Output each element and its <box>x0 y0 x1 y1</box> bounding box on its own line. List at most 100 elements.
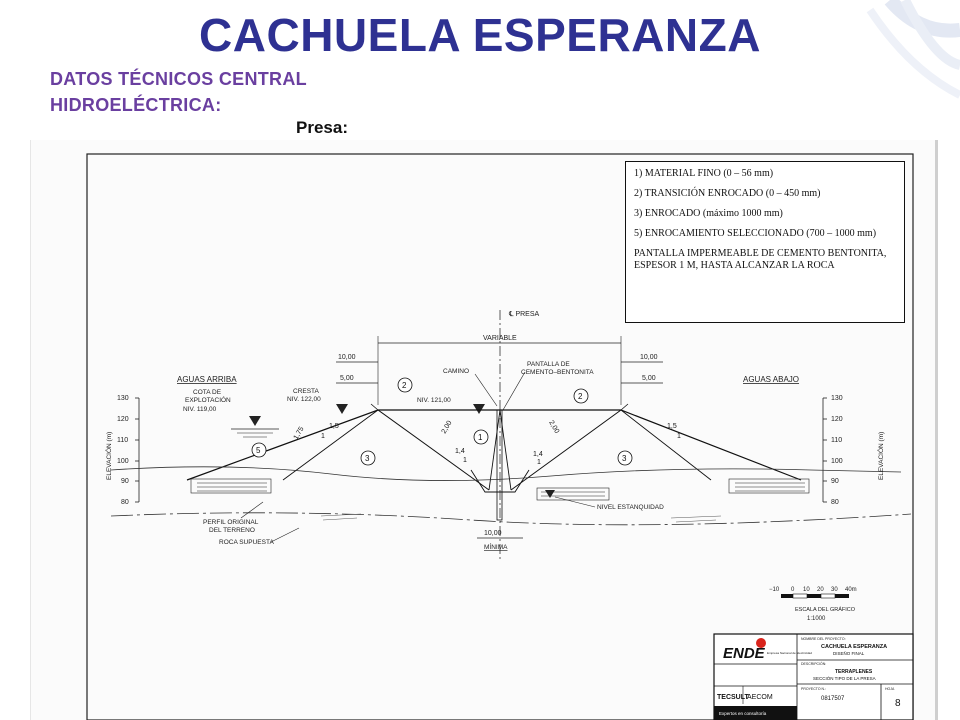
firm-note: Expertos en consultoría <box>719 711 767 716</box>
title-block: ENDE Empresa Nacional de Electricidad TE… <box>713 633 914 720</box>
riprap-hatch-right <box>728 478 810 494</box>
perfil-label-1: PERFIL ORIGINAL <box>203 519 259 526</box>
elev-tick-100-right: 100 <box>831 458 843 465</box>
descripcion-label: DESCRIPCIÓN: <box>801 661 826 666</box>
subtitle-line-1: DATOS TÉCNICOS CENTRAL <box>50 69 307 89</box>
centerline-label: ℄ PRESA <box>508 311 540 318</box>
hoja-label: HOJA <box>885 687 895 691</box>
elev-tick-120-left: 120 <box>117 416 129 423</box>
zone-2-right-label: 2 <box>578 392 583 401</box>
legend-item-2: 2) TRANSICIÓN ENROCADO (0 – 450 mm) <box>634 188 821 199</box>
slope-200-left: 2,00 <box>441 420 454 435</box>
slope-14-right: 1,4 <box>533 451 543 458</box>
elev-tick-130-left: 130 <box>117 395 129 402</box>
cota-label-1: COTA DE <box>193 389 222 396</box>
original-ground-profile <box>110 466 902 481</box>
elevation-scale-right: 130 120 110 100 90 80 ELEVACIÓN (m) <box>822 395 885 506</box>
ende-logo-small: Empresa Nacional de Electricidad <box>767 651 812 655</box>
legend-item-pantalla: PANTALLA IMPERMEABLE DE CEMENTO BENTONIT… <box>634 248 887 271</box>
zone-3-left-label: 3 <box>365 454 370 463</box>
elev-tick-130-right: 130 <box>831 395 843 402</box>
aecom-label: AECOM <box>747 694 773 701</box>
dam-section-drawing: ℄ PRESA VARIABLE 10,00 5,00 10,00 5,00 A… <box>30 140 938 720</box>
scale-tick-2: 10 <box>803 587 810 593</box>
cresta-label-1: CRESTA <box>293 388 320 395</box>
page-title: CACHUELA ESPERANZA <box>199 9 761 61</box>
proyecto-label: NOMBRE DEL PROYECTO: <box>801 637 846 641</box>
scale-label-1: ESCALA DEL GRÁFICO <box>795 606 856 613</box>
elev-tick-120-right: 120 <box>831 416 843 423</box>
elev-tick-90-left: 90 <box>121 478 129 485</box>
elev-tick-80-left: 80 <box>121 499 129 506</box>
niv121-label: NIV. 121,00 <box>417 397 451 404</box>
minima-label: MÍNIMA <box>484 542 508 551</box>
zone-5-label: 5 <box>256 446 261 455</box>
descripcion-line-1: TERRAPLENES <box>835 669 873 675</box>
slope-175: 1,75 <box>293 426 306 441</box>
slope-15-left: 1,5 <box>329 423 339 430</box>
pantalla-label-1: PANTALLA DE <box>527 361 570 368</box>
subtitle-line-2: HIDROELÉCTRICA: <box>50 95 222 115</box>
slope-1-mid-left: 1 <box>463 457 467 464</box>
zone-callouts: 5 2 2 3 3 1 <box>251 377 633 466</box>
proyecto-line-1: CACHUELA ESPERANZA <box>821 644 887 650</box>
elevacion-label-right: ELEVACIÓN (m) <box>876 432 885 480</box>
elev-tick-80-right: 80 <box>831 499 839 506</box>
variable-label: VARIABLE <box>483 335 517 342</box>
zone-2-left-label: 2 <box>402 381 407 390</box>
roca-label: ROCA SUPUESTA <box>219 539 274 546</box>
slope-15-right: 1,5 <box>667 423 677 430</box>
scale-tick-4: 30 <box>831 587 838 593</box>
aguas-abajo-label: AGUAS ABAJO <box>743 375 799 384</box>
ende-logo: ENDE <box>723 645 766 662</box>
proyecto-no-value: 0817507 <box>821 696 845 702</box>
scale-tick-3: 20 <box>817 587 824 593</box>
aguas-arriba-label: AGUAS ARRIBA <box>177 375 237 384</box>
minima-value: 10,00 <box>484 530 502 537</box>
elev-tick-90-right: 90 <box>831 478 839 485</box>
dam-cross-section <box>186 403 802 521</box>
slope-14-left: 1,4 <box>455 448 465 455</box>
elevation-scale-left: 130 120 110 100 90 80 ELEVACIÓN (m) <box>104 395 140 506</box>
water-level-marker <box>249 416 261 426</box>
riprap-hatch-left <box>190 478 272 494</box>
cota-label-3: NIV. 119,00 <box>183 406 217 413</box>
dim-5-left: 5,00 <box>340 375 354 382</box>
dim-10-left: 10,00 <box>338 354 356 361</box>
dim-10-right: 10,00 <box>640 354 658 361</box>
dim-5-right: 5,00 <box>642 375 656 382</box>
slope-200-right: 2,00 <box>547 420 560 435</box>
slope-1-left: 1 <box>321 433 325 440</box>
zone-3-right-label: 3 <box>622 454 627 463</box>
camino-label: CAMINO <box>443 368 469 375</box>
rock-line <box>110 512 912 526</box>
terrain-hatch <box>320 513 722 523</box>
drawing-frame <box>86 153 914 720</box>
nivel-estanquidad-label: NIVEL ESTANQUIDAD <box>597 504 664 511</box>
perfil-label-2: DEL TERRENO <box>209 527 255 534</box>
elev-tick-110-left: 110 <box>117 437 128 444</box>
hoja-value: 8 <box>895 698 901 709</box>
descripcion-line-2: SECCIÓN TIPO DE LA PRESA <box>813 675 876 681</box>
elevacion-label-left: ELEVACIÓN (m) <box>104 432 113 480</box>
slope-1-mid-right: 1 <box>537 459 541 466</box>
subtitle: DATOS TÉCNICOS CENTRAL HIDROELÉCTRICA: <box>50 66 390 118</box>
proyecto-no-label: PROYECTO N.: <box>801 687 826 691</box>
section-label: Presa: <box>296 118 348 137</box>
scale-tick-1: 0 <box>791 587 795 593</box>
scale-tick-0: −10 <box>769 587 780 593</box>
zone-1-label: 1 <box>478 433 483 442</box>
pantalla-label-2: CEMENTO–BENTONITA <box>521 369 594 376</box>
elev-tick-110-right: 110 <box>831 437 842 444</box>
nivel-estanquidad-marker <box>545 490 555 498</box>
legend-item-1: 1) MATERIAL FINO (0 – 56 mm) <box>634 168 774 179</box>
decorative-swirl-graphic <box>866 0 960 99</box>
elev-tick-100-left: 100 <box>117 458 129 465</box>
scale-label-2: 1:1000 <box>807 616 826 622</box>
ende-logo-mark <box>756 638 766 648</box>
crest-level-marker <box>336 404 348 414</box>
proyecto-line-2: DISEÑO FINAL <box>833 650 865 656</box>
graphic-scale: −10 0 10 20 30 40m ESCALA DEL GRÁFICO 1:… <box>769 587 857 622</box>
tecsult-label: TECSULT <box>717 694 749 701</box>
niv121-marker <box>473 404 485 414</box>
